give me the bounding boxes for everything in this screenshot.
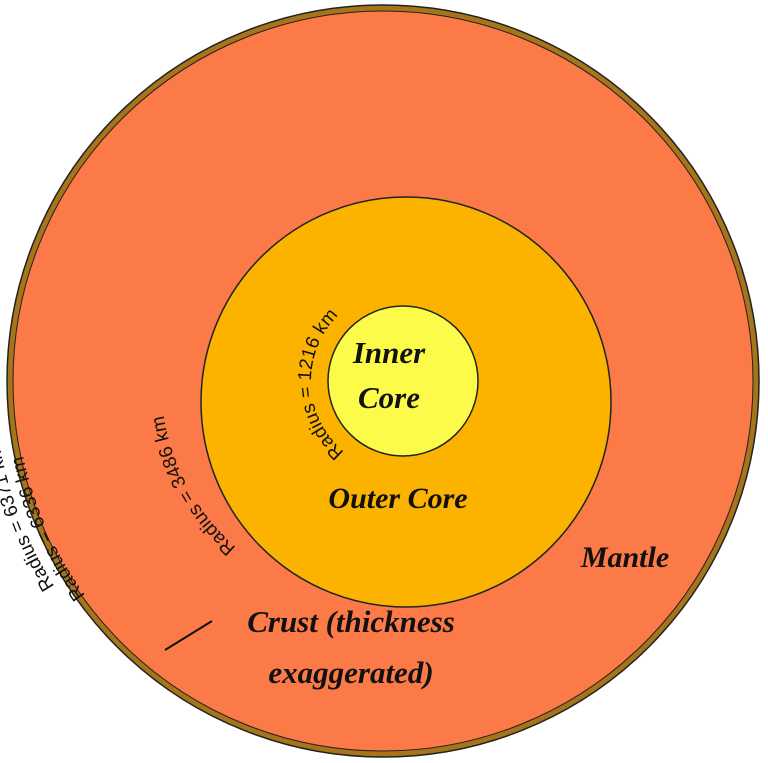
- crust-label-line1: Crust (thickness: [247, 604, 455, 639]
- inner-core-label-line1: Inner: [352, 335, 426, 370]
- mantle-label: Mantle: [580, 541, 669, 574]
- inner-core-label-line2: Core: [358, 380, 420, 415]
- outer-core-label: Outer Core: [328, 482, 467, 515]
- crust-label-line2: exaggerated): [268, 655, 433, 690]
